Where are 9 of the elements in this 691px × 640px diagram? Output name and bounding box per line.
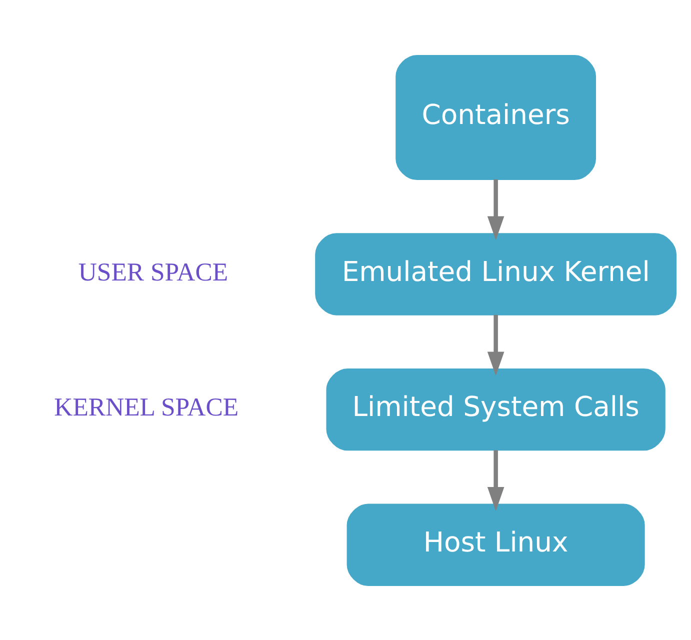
arrow <box>487 314 504 376</box>
node-box: Emulated Linux Kernel <box>315 232 677 315</box>
label: USER SPACE <box>78 256 228 286</box>
node-box: Host Linux <box>346 503 645 586</box>
node-box: Limited System Calls <box>326 368 666 450</box>
arrow <box>487 450 504 511</box>
arrow <box>487 178 504 240</box>
label: KERNEL SPACE <box>54 392 239 422</box>
node-box: Containers <box>396 54 596 180</box>
